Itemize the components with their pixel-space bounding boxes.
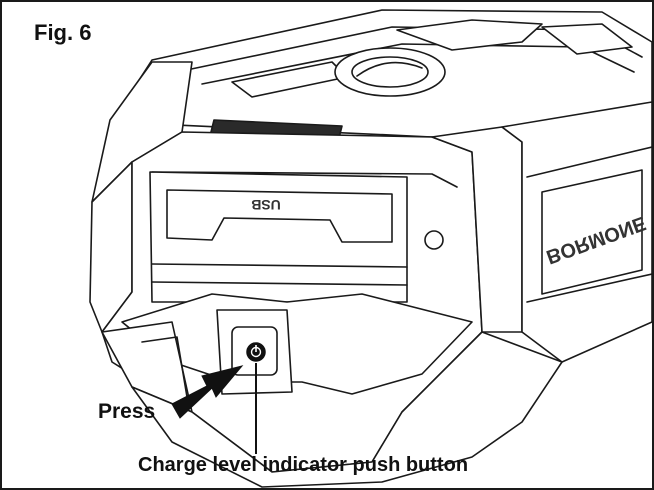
right-side-panel [526,146,652,178]
button-caption: Charge level indicator push button [138,454,469,476]
left-lower-armor-detail [141,336,188,398]
corner-screw [424,230,444,250]
battery-top-panel [396,19,543,51]
figure-label: Fig. 6 [34,20,92,45]
top-logo-swirl [356,61,423,77]
battery-bottom-base [131,331,563,488]
usb-panel-inner [166,189,393,243]
press-label: Press [98,400,156,423]
right-side-panel-3 [541,169,643,295]
usb-panel-lower-2 [151,281,408,286]
battery-top-panel-2 [541,23,633,55]
usb-panel-lower [151,263,408,268]
usb-label: USB [251,197,281,213]
right-side-panel-2 [526,273,652,303]
press-arrow-icon [171,365,244,419]
front-upper-trim [151,171,458,188]
